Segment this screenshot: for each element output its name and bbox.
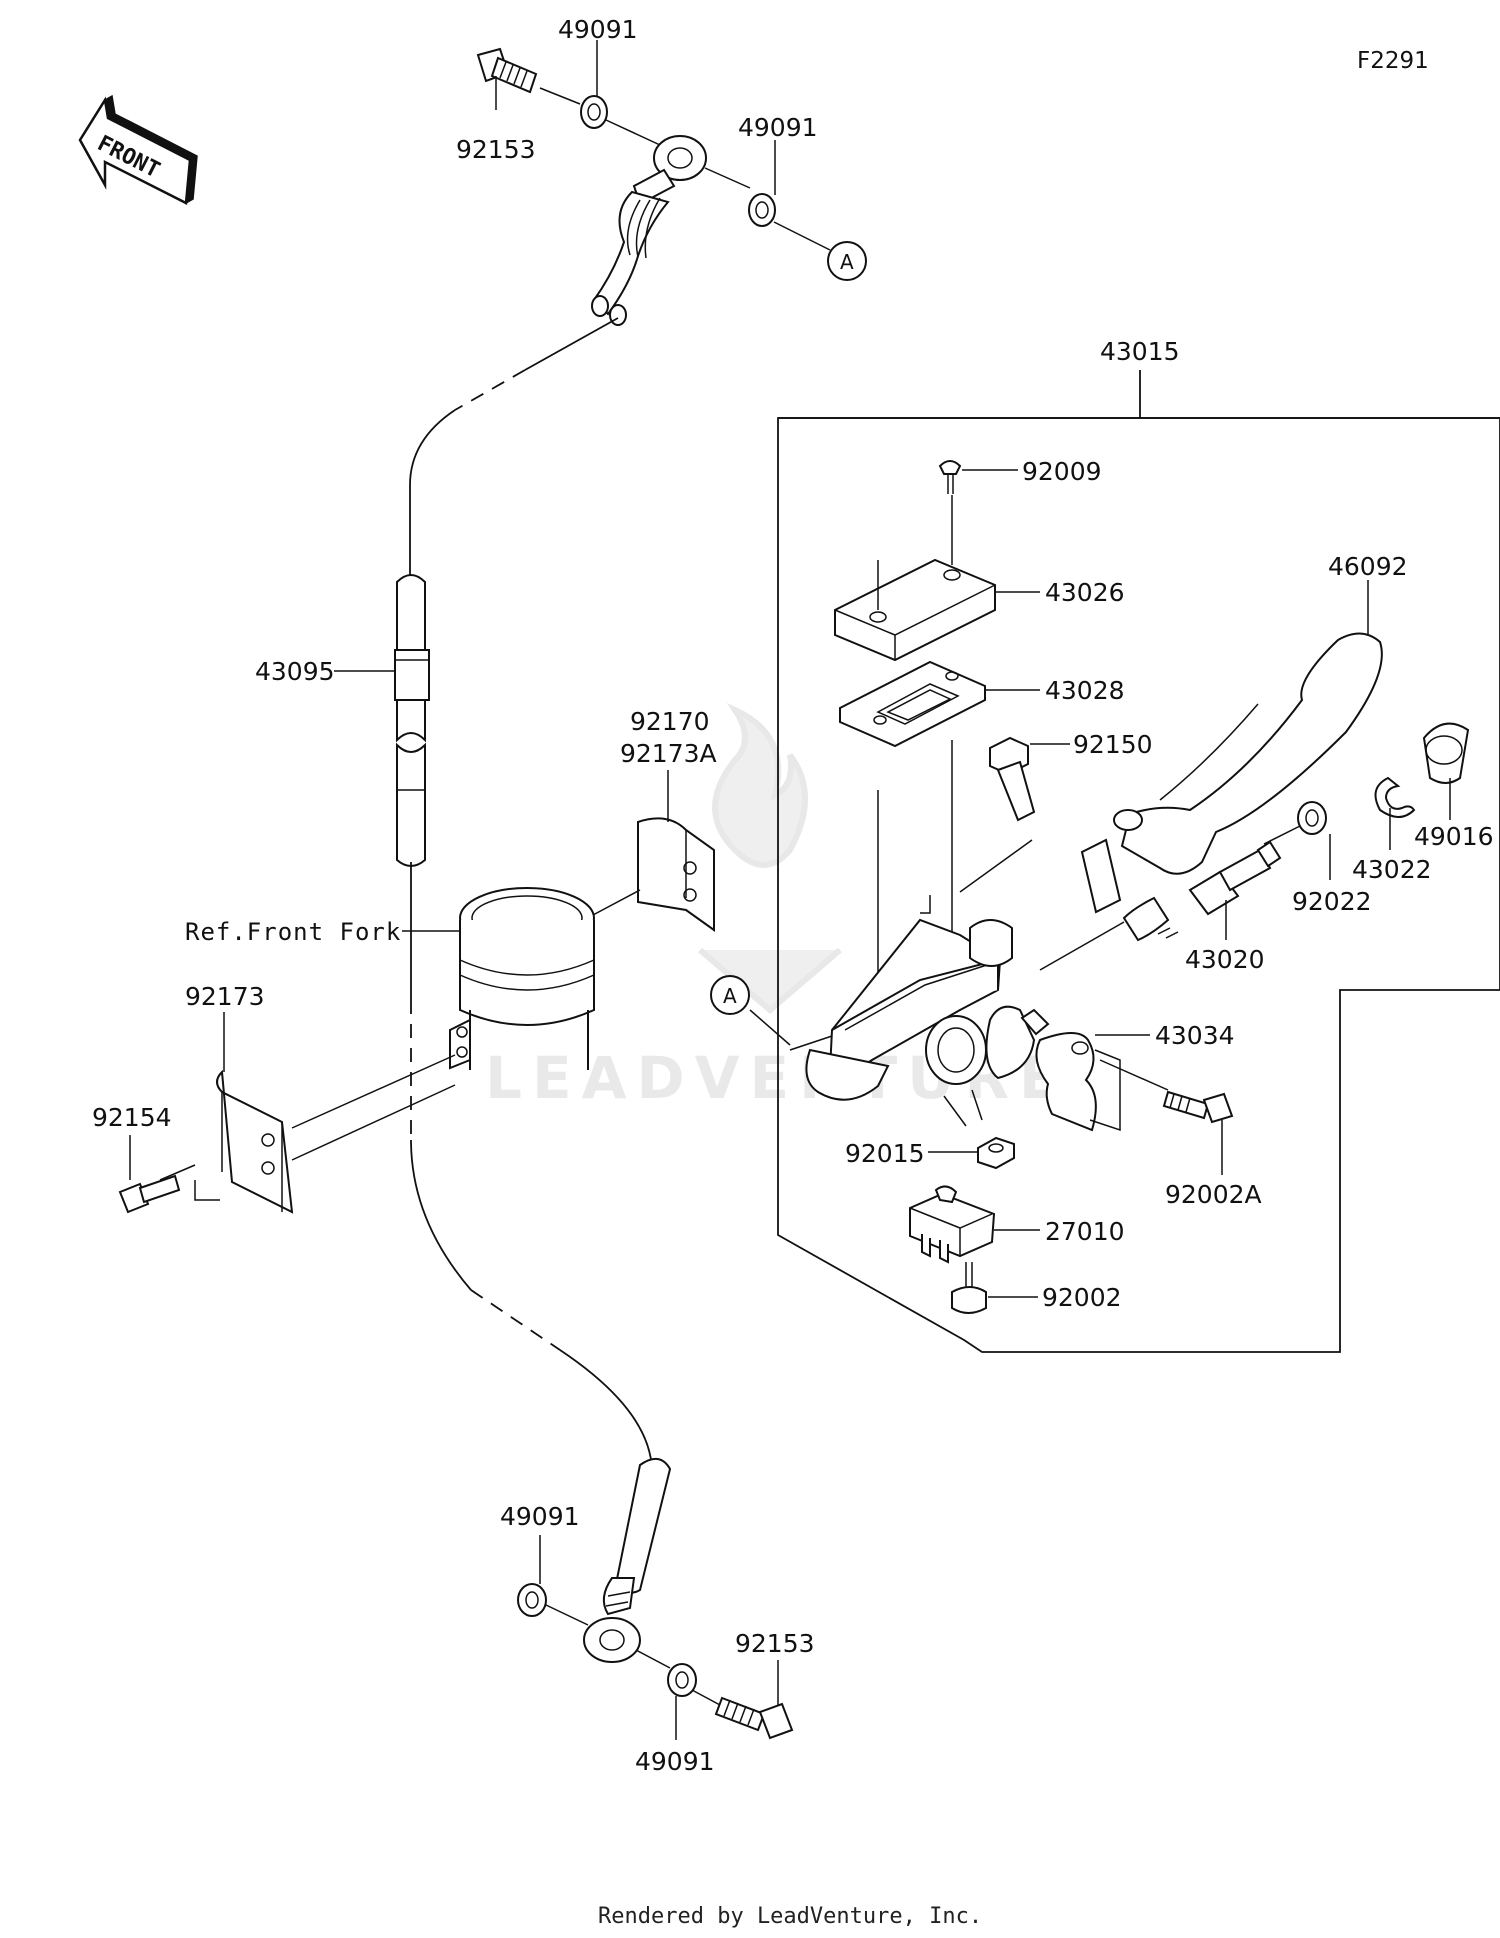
svg-text:A: A — [840, 250, 854, 274]
label-circlip: 43022 — [1352, 855, 1432, 884]
label-lever-pivot-bolt: 92150 — [1073, 730, 1153, 759]
callout-a-upper: A — [827, 241, 867, 281]
hose-clamp-icon — [637, 817, 715, 932]
callout-a-lower: A — [710, 975, 750, 1015]
label-washer-lower-left: 49091 — [500, 1502, 580, 1531]
banjo-fitting-upper-icon — [632, 135, 707, 206]
label-piston-set: 43020 — [1185, 945, 1265, 974]
diaphragm-icon — [839, 660, 986, 748]
label-front-fork-reference: Ref.Front Fork — [185, 918, 401, 946]
dust-boot-icon — [1422, 722, 1470, 784]
label-dust-boot: 49016 — [1414, 822, 1494, 851]
label-switch-screw: 92002 — [1042, 1283, 1122, 1312]
reservoir-cap-icon — [834, 558, 996, 662]
banjo-bolt-upper-icon — [476, 47, 538, 94]
reservoir-screw-icon — [938, 460, 962, 494]
figure-code: F2291 — [1357, 48, 1429, 74]
piston-washer-icon — [1297, 801, 1327, 835]
label-reservoir-cap: 43026 — [1045, 578, 1125, 607]
piston-set-icon — [1122, 840, 1282, 942]
label-brake-hose: 43095 — [255, 657, 335, 686]
label-hose-guide: 92173 — [185, 982, 265, 1011]
label-washer-upper-right: 49091 — [738, 113, 818, 142]
master-cylinder-body-icon — [805, 918, 1050, 1127]
watermark-logo — [698, 702, 842, 1014]
label-brake-lever: 46092 — [1328, 552, 1408, 581]
label-washer-upper-left: 49091 — [558, 15, 638, 44]
lever-nut-icon — [977, 1136, 1015, 1170]
lower-hose-end-icon — [602, 1458, 672, 1616]
banjo-fitting-lower-icon — [583, 1617, 641, 1663]
front-fork-icon — [449, 887, 595, 1070]
label-piston-washer: 92022 — [1292, 887, 1372, 916]
front-arrow-icon: FRONT — [78, 94, 198, 205]
circlip-icon — [1374, 776, 1416, 818]
brake-hose-icon — [394, 574, 430, 867]
label-master-cylinder-clamp: 43034 — [1155, 1021, 1235, 1050]
assembly-boundary — [777, 417, 1500, 1353]
label-washer-lower-right: 49091 — [635, 1747, 715, 1776]
label-assembly: 43015 — [1100, 337, 1180, 366]
hose-guide-icon — [216, 1069, 294, 1214]
washer-lower-right-icon — [667, 1663, 697, 1697]
brake-lever-icon — [1080, 632, 1383, 914]
label-diaphragm: 43028 — [1045, 676, 1125, 705]
brake-switch-icon — [909, 1185, 996, 1264]
footer-credit: Rendered by LeadVenture, Inc. — [598, 1904, 982, 1929]
guide-bolt-icon — [118, 1174, 181, 1214]
clamp-bolt-icon — [1162, 1090, 1234, 1124]
banjo-bolt-lower-icon — [714, 1696, 794, 1740]
switch-screw-icon — [951, 1262, 987, 1314]
washer-lower-left-icon — [517, 1583, 547, 1617]
label-banjo-bolt-lower: 92153 — [735, 1629, 815, 1658]
master-cylinder-clamp-icon — [1035, 1032, 1097, 1132]
label-brake-switch: 27010 — [1045, 1217, 1125, 1246]
washer-upper-left-icon — [580, 95, 608, 129]
label-banjo-bolt-upper: 92153 — [456, 135, 536, 164]
lever-pivot-bolt-icon — [989, 736, 1036, 822]
label-hose-clamp: 92170 — [630, 707, 710, 736]
label-reservoir-screw: 92009 — [1022, 457, 1102, 486]
svg-text:A: A — [723, 984, 737, 1008]
label-hose-clamp-a: 92173A — [620, 739, 717, 768]
label-lever-nut: 92015 — [845, 1139, 925, 1168]
label-clamp-bolt: 92002A — [1165, 1180, 1262, 1209]
label-guide-bolt: 92154 — [92, 1103, 172, 1132]
washer-upper-right-icon — [748, 193, 776, 227]
